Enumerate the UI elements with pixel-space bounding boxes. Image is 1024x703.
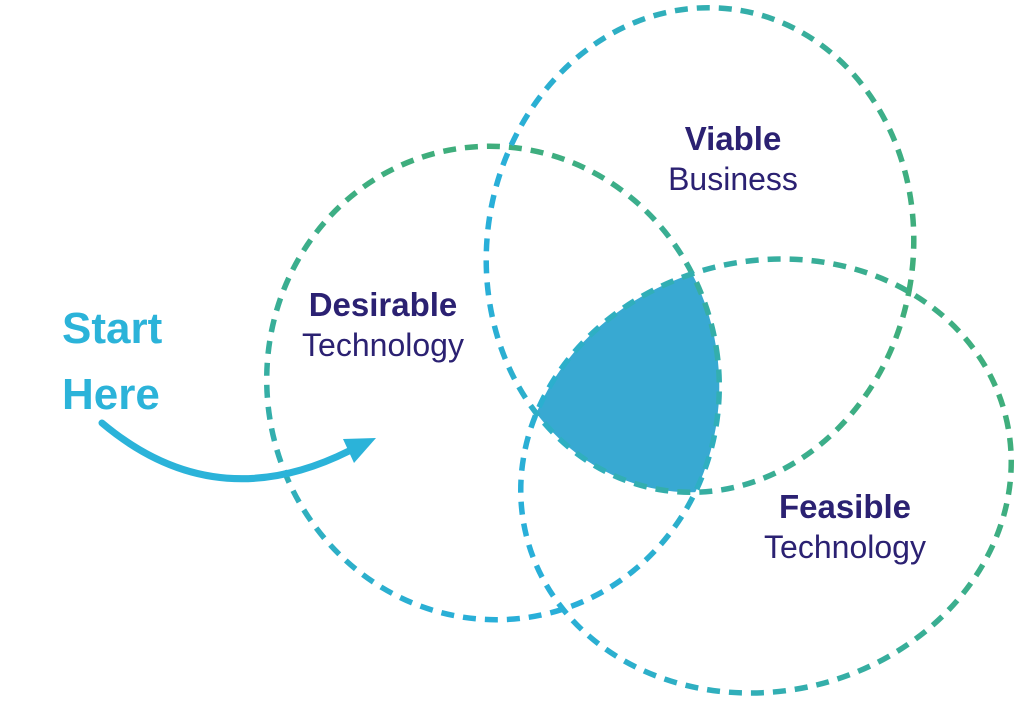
viable-title: Viable (684, 120, 782, 157)
viable-label: Viable Business (668, 118, 798, 200)
desirable-label: Desirable Technology (302, 284, 464, 366)
viable-circle (483, 4, 917, 496)
start-here-label: Start Here (62, 296, 162, 428)
viable-subtitle: Business (668, 161, 798, 197)
start-here-line1: Start (62, 304, 163, 353)
feasible-circle (518, 256, 1014, 696)
triple-intersection-fill (520, 258, 754, 524)
arrow-head-icon (343, 438, 376, 463)
feasible-title: Feasible (778, 488, 912, 525)
desirable-title: Desirable (308, 286, 458, 323)
feasible-subtitle: Technology (764, 529, 926, 565)
start-here-line2: Here (62, 370, 160, 419)
desirable-subtitle: Technology (302, 327, 464, 363)
feasible-label: Feasible Technology (764, 486, 926, 568)
curved-arrow-icon (98, 419, 353, 483)
desirable-circle (263, 143, 723, 623)
